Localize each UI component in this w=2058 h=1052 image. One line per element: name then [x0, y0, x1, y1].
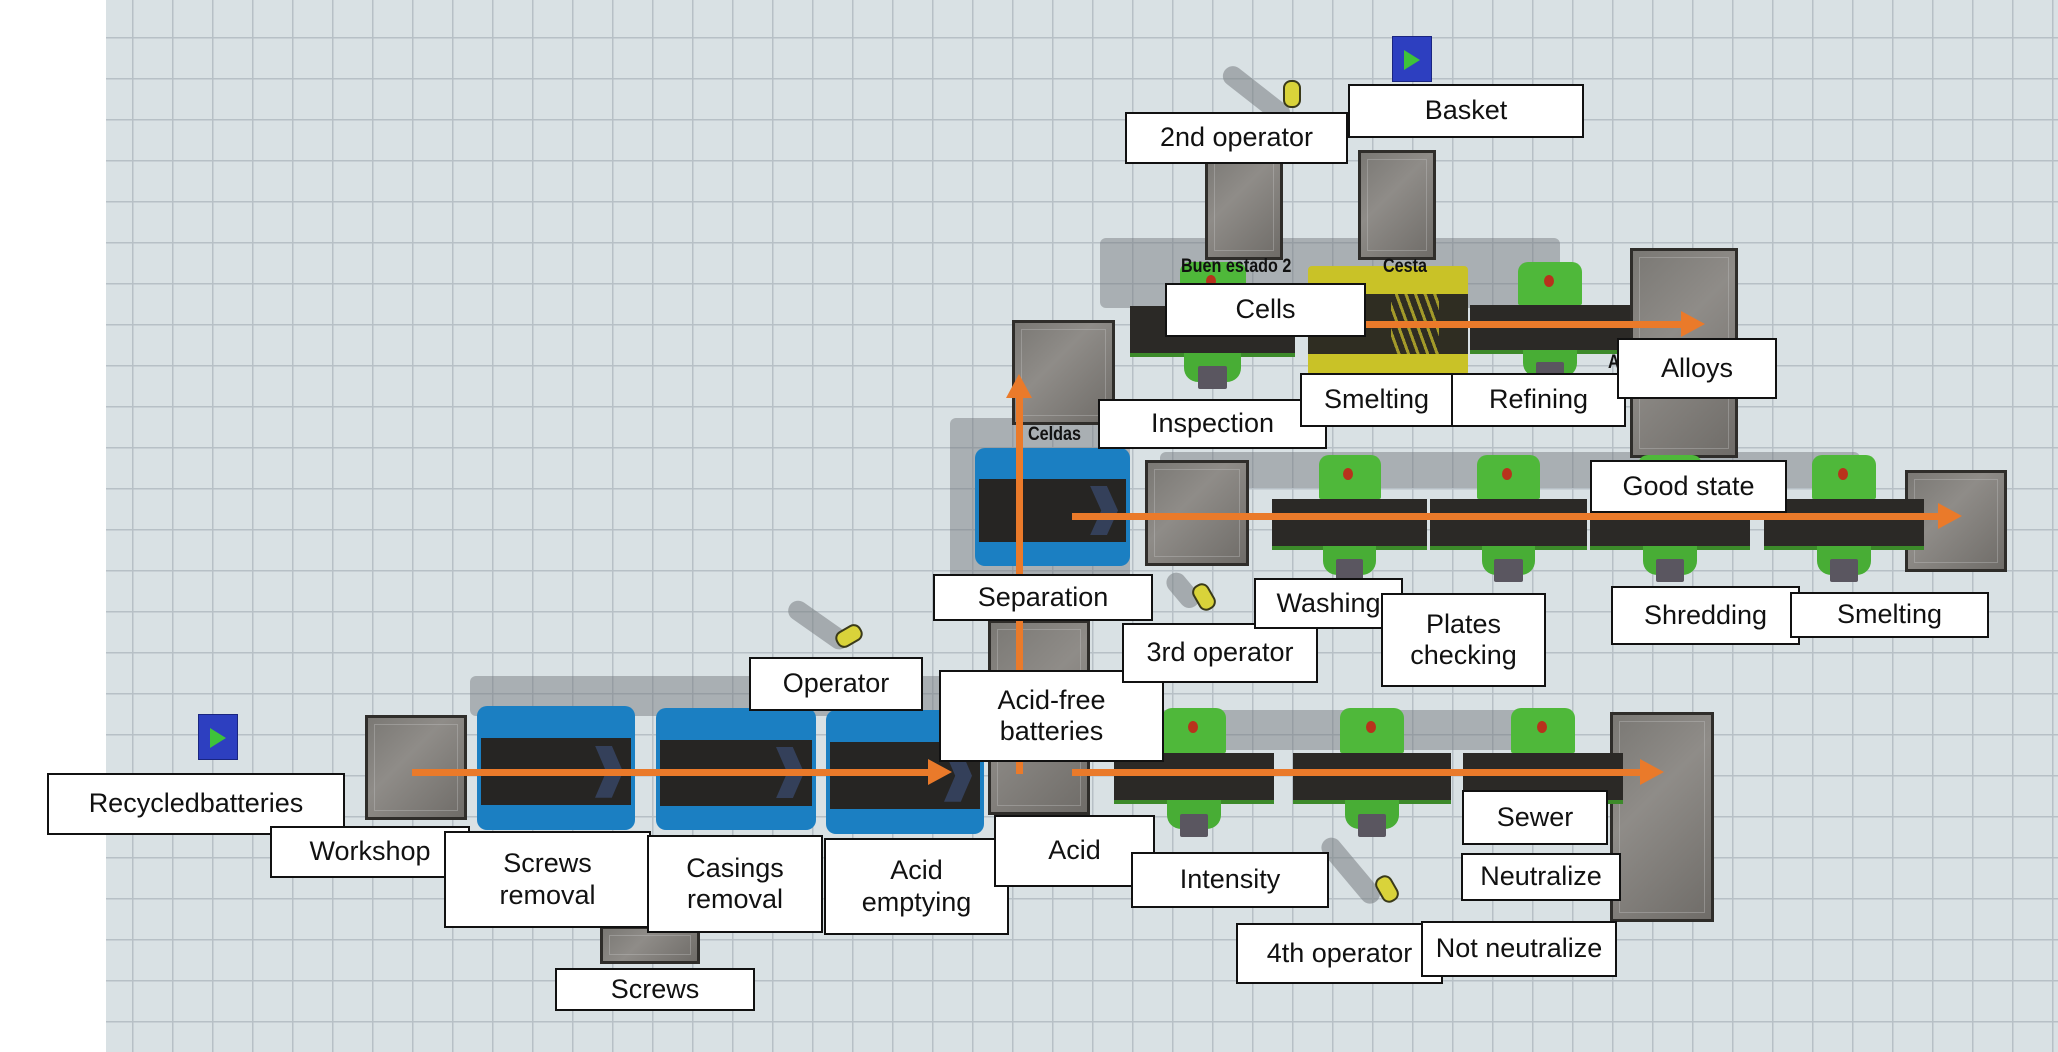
label-basket: Basket — [1348, 84, 1584, 138]
label-casings-removal: Casings removal — [647, 835, 823, 933]
label-third-operator: 3rd operator — [1122, 623, 1318, 683]
second-operator-figure[interactable] — [1283, 80, 1301, 108]
label-cells: Cells — [1165, 283, 1366, 337]
flow-arrow-disassembly — [412, 759, 952, 785]
cells-queue[interactable] — [1012, 320, 1115, 425]
label-good-state: Good state — [1590, 460, 1787, 513]
label-acid: Acid — [994, 815, 1155, 887]
label-plates-checking: Plates checking — [1381, 593, 1546, 687]
plates-checking-machine[interactable] — [1430, 455, 1587, 585]
flow-arrow-acid-treatment — [1072, 759, 1664, 785]
workshop-queue[interactable] — [365, 715, 467, 820]
label-fourth-operator: 4th operator — [1236, 923, 1443, 984]
label-alloys: Alloys — [1617, 338, 1777, 399]
label-intensity: Intensity — [1131, 852, 1329, 908]
screws-removal-machine[interactable] — [477, 706, 635, 830]
label-inspection: Inspection — [1098, 399, 1327, 449]
label-recycled-batteries: Recycledbatteries — [47, 773, 345, 835]
label-smelting-cells: Smelting — [1300, 373, 1453, 427]
label-sewer: Sewer — [1462, 790, 1608, 845]
buen-estado-tag: Buen estado 2 — [1181, 256, 1292, 277]
label-not-neutralize: Not neutralize — [1421, 921, 1617, 977]
neutralize-machine-1[interactable] — [1293, 708, 1451, 840]
alloys-partial-tag: A — [1608, 352, 1620, 373]
label-refining: Refining — [1451, 373, 1626, 427]
label-workshop: Workshop — [270, 826, 470, 878]
smelting-plates-machine[interactable] — [1764, 455, 1924, 585]
label-smelting-plates: Smelting — [1790, 592, 1989, 638]
recycled-batteries-source-icon[interactable] — [198, 714, 238, 760]
cesta-tag: Cesta — [1383, 256, 1427, 277]
label-neutralize: Neutralize — [1461, 853, 1621, 901]
separation-machine[interactable] — [975, 448, 1130, 566]
sewer-queue[interactable] — [1610, 712, 1714, 922]
label-second-operator: 2nd operator — [1125, 112, 1348, 164]
celdas-tag: Celdas — [1028, 424, 1081, 445]
label-washing: Washing — [1254, 578, 1403, 629]
flow-arrow-cells — [1365, 311, 1705, 337]
label-operator: Operator — [749, 657, 923, 711]
label-screws-removal: Screws removal — [444, 831, 651, 928]
basket-source-icon[interactable] — [1392, 36, 1432, 82]
buen-estado-queue[interactable] — [1205, 150, 1283, 260]
flow-arrow-plates — [1072, 503, 1962, 529]
label-acid-free-batteries: Acid-free batteries — [939, 670, 1164, 762]
label-separation: Separation — [933, 574, 1153, 621]
cesta-queue[interactable] — [1358, 150, 1436, 260]
label-shredding: Shredding — [1611, 586, 1800, 645]
label-acid-emptying: Acid emptying — [824, 838, 1009, 935]
washing-machine[interactable] — [1272, 455, 1427, 585]
label-screws: Screws — [555, 968, 755, 1011]
